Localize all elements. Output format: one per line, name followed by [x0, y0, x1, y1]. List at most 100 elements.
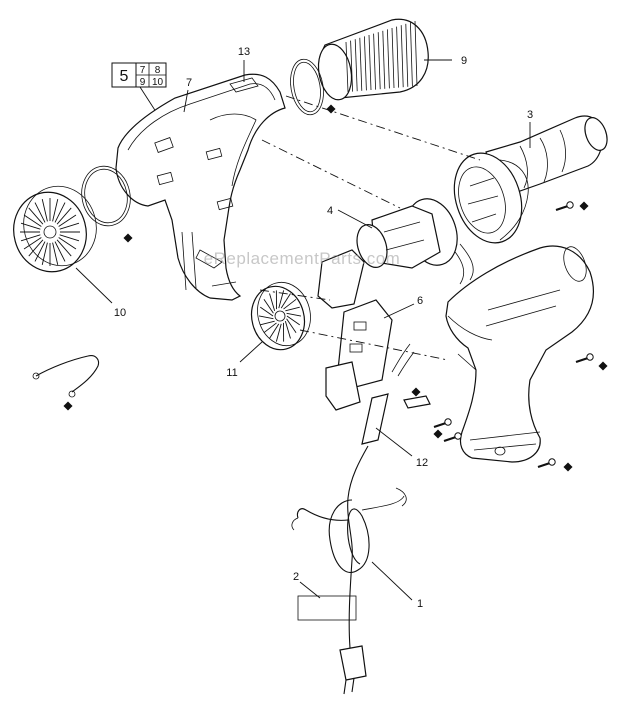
power-cord [291, 445, 407, 695]
callout-10: 10 [75, 267, 126, 319]
marker-diamond-icon [326, 104, 336, 114]
cap-rib [396, 26, 399, 88]
cap-rib [373, 33, 376, 90]
kit-main-number: 5 [120, 68, 129, 85]
kit-cell-8: 8 [155, 65, 161, 76]
marker-diamond-icon [579, 201, 589, 211]
grille-slot [58, 214, 77, 227]
fan-blade [263, 322, 277, 334]
grille-slot [34, 241, 46, 262]
fan-blade [286, 315, 300, 326]
label-4: 4 [327, 205, 333, 217]
screw-icon [574, 352, 595, 364]
fan-blade [263, 299, 274, 314]
grille-slot [54, 202, 66, 223]
heater-nozzle-assembly [451, 115, 608, 285]
grille-slot [56, 239, 72, 257]
motor-assembly [356, 198, 458, 269]
fan-impeller [250, 281, 311, 351]
fan-blade [260, 320, 275, 326]
label-13: 13 [238, 46, 250, 58]
callout-1: 1 [371, 561, 423, 610]
cap-rib [359, 37, 363, 91]
grille-slots [20, 198, 80, 266]
marker-diamond-icon [433, 429, 443, 439]
callout-12: 12 [375, 427, 428, 469]
grille-slot [52, 199, 59, 222]
callout-13: 13 [238, 46, 250, 82]
spring-clip [32, 355, 100, 411]
cap-rib [368, 34, 372, 91]
fan-blade [269, 323, 280, 339]
grille-slot [28, 239, 44, 257]
fan-blade [283, 298, 297, 310]
switch-assembly [317, 249, 393, 411]
cord-protector [361, 343, 463, 445]
callout-6: 6 [383, 295, 423, 319]
marker-diamond-icon [123, 233, 133, 243]
fan-blade [286, 312, 302, 317]
cap-rib [377, 32, 381, 90]
label-11: 11 [226, 367, 237, 379]
marker-diamond-icon [411, 387, 421, 397]
callout-3: 3 [527, 109, 533, 148]
grille-slot [34, 202, 46, 223]
screw-housing-1 [574, 352, 608, 371]
cap-rib [405, 23, 409, 87]
grille-slot [54, 241, 66, 262]
retaining-ring-front [290, 58, 336, 116]
fan-blades [258, 290, 302, 342]
label-9: 9 [461, 55, 467, 67]
fan-blade [284, 321, 291, 339]
screw-icon [536, 457, 557, 469]
grille-slot [28, 207, 44, 225]
marker-diamond-icon [598, 361, 608, 371]
grille-slot [52, 242, 59, 265]
grille-slot [23, 214, 42, 227]
cap-rib [354, 39, 358, 92]
grille-slot [41, 242, 48, 265]
cap-rib [382, 30, 386, 89]
screw-icon [442, 431, 463, 443]
grille-slot [41, 199, 48, 222]
label-7: 7 [186, 77, 192, 89]
kit-cell-10: 10 [152, 77, 164, 88]
cap-ribs [345, 20, 418, 93]
cap-rib [350, 40, 353, 92]
label-1: 1 [417, 598, 423, 610]
fan-blade [260, 306, 274, 317]
grille-slot [59, 222, 80, 230]
rear-intake-grille [13, 185, 97, 273]
grille-slot [20, 222, 41, 230]
callout-2: 2 [293, 571, 321, 599]
label-3: 3 [527, 109, 533, 121]
cap-rib [410, 22, 413, 87]
grille-slot [58, 237, 77, 250]
label-2: 2 [293, 571, 299, 583]
label-10: 10 [114, 307, 126, 319]
cap-rib [400, 25, 404, 88]
callout-4: 4 [327, 205, 373, 229]
grille-slot [23, 237, 42, 250]
front-cap [317, 18, 429, 101]
kit-cell-7: 7 [140, 65, 146, 76]
grille-slot [56, 207, 72, 225]
label-12: 12 [416, 457, 428, 469]
kit-cell-9: 9 [140, 77, 146, 88]
cap-rib [391, 27, 395, 89]
screw-housing-2 [536, 457, 573, 472]
callout-7: 7 [183, 77, 192, 113]
fan-blade [269, 293, 276, 311]
assembly-guide-lines [259, 95, 481, 361]
kit-reference-box: 5 7 8 9 10 [111, 62, 167, 119]
watermark-text: eReplacementParts.com [204, 249, 401, 268]
screw-icon [432, 417, 453, 429]
cap-rib [387, 29, 390, 89]
fan-blade [286, 318, 297, 333]
cap-rib [364, 36, 367, 91]
fan-blade [280, 293, 291, 309]
fan-blade [285, 306, 300, 312]
cap-rib [345, 41, 349, 93]
retaining-ring-left [81, 165, 133, 243]
